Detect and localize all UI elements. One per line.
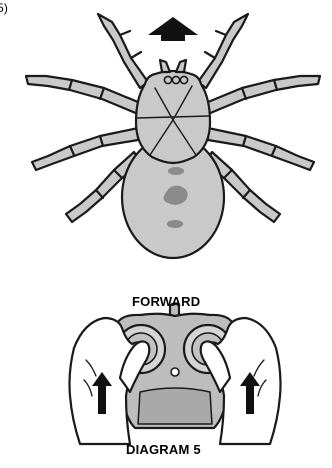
diagram-title: DIAGRAM 5 xyxy=(126,442,201,457)
forward-label: FORWARD xyxy=(132,294,200,309)
forward-arrow-icon xyxy=(148,17,198,41)
spider-leg-second-left xyxy=(26,76,138,114)
abdomen-spot xyxy=(168,167,184,175)
spider-fang xyxy=(160,60,170,72)
spider-leg-front-left xyxy=(98,14,148,88)
spider-fang xyxy=(176,60,186,72)
spider-eyes xyxy=(164,76,187,83)
abdomen-spot xyxy=(167,220,183,228)
spider-toy xyxy=(122,60,224,258)
power-switch xyxy=(171,368,179,376)
step-number: 5) xyxy=(0,1,8,15)
spider-leg-second-right xyxy=(208,76,320,114)
spider-leg-front-right xyxy=(198,14,248,88)
